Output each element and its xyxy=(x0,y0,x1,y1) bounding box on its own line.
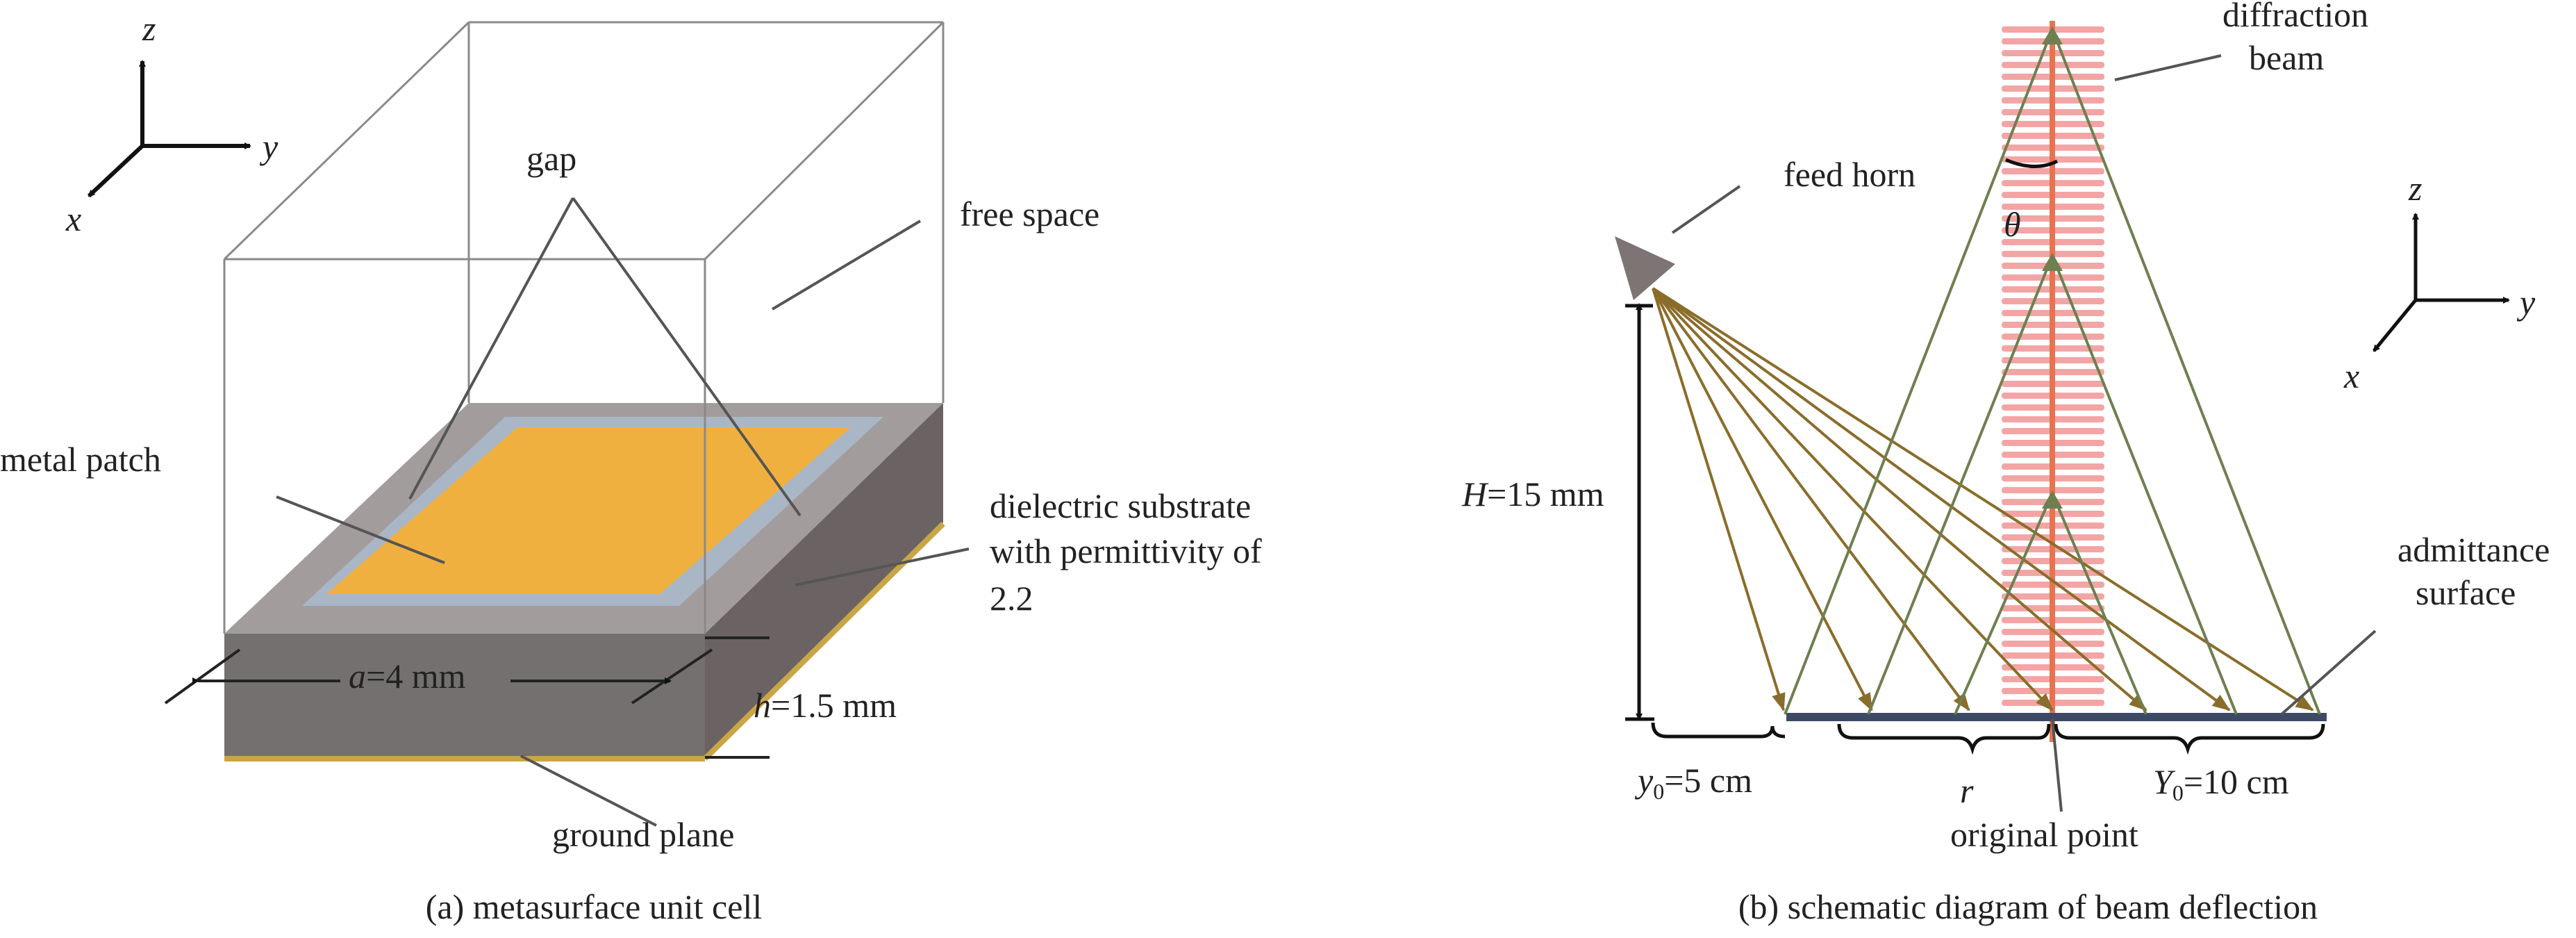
axis-y-label-b: y xyxy=(2516,283,2536,322)
incident-ray xyxy=(1652,288,1873,711)
feed-horn xyxy=(1615,236,1675,300)
diffracted-rays xyxy=(1784,26,2321,715)
axis-x-label: x xyxy=(65,199,81,238)
ground-plane-label: ground plane xyxy=(552,815,734,854)
metal-patch-label: metal patch xyxy=(0,440,161,479)
gap-label: gap xyxy=(526,139,576,178)
free-space-label: free space xyxy=(960,195,1099,233)
focus-marker xyxy=(2042,26,2063,44)
admittance-label-line1: admittance xyxy=(2398,530,2550,569)
incident-ray xyxy=(1652,287,1970,711)
brace-y0 xyxy=(1651,722,1786,739)
substrate-label-line2: with permittivity of xyxy=(990,532,1262,570)
diffracted-ray xyxy=(1867,255,2054,715)
metal-patch-leader xyxy=(276,495,445,564)
panel-b-beam-deflection: z y x diffraction beam feed horn θ H=15 … xyxy=(1461,0,2550,926)
incident-ray xyxy=(1652,287,2147,711)
ground-plane-leader xyxy=(520,755,657,827)
theta-arc xyxy=(2005,158,2059,169)
axis-z-label: z xyxy=(142,9,156,48)
brace-Y0 xyxy=(2054,723,2325,755)
original-point-label: original point xyxy=(1950,815,2138,854)
caption-a: (a) metasurface unit cell xyxy=(426,887,762,926)
height-label: H=15 mm xyxy=(1461,475,1604,513)
gap-leader-left xyxy=(408,197,574,500)
diffraction-label-line2: beam xyxy=(2249,38,2324,77)
diffracted-ray xyxy=(1784,28,2054,715)
diffraction-label-line1: diffraction xyxy=(2222,0,2368,34)
substrate-leader xyxy=(795,548,970,586)
y0-label: y0=5 cm xyxy=(1634,761,1752,804)
diffracted-ray xyxy=(1954,493,2054,715)
diffracted-ray xyxy=(2051,493,2147,715)
focus-marker xyxy=(2042,491,2063,509)
panel-a-axes: z y x xyxy=(65,9,279,238)
r-label: r xyxy=(1960,771,1974,810)
dimension-a xyxy=(164,648,713,705)
dimension-H xyxy=(1625,303,1654,721)
dimension-braces xyxy=(1651,722,2325,755)
substrate-label-line3: 2.2 xyxy=(990,579,1033,618)
substrate-label-line1: dielectric substrate xyxy=(990,486,1251,525)
axis-y-label: y xyxy=(259,127,279,166)
axis-x-arrow xyxy=(87,144,144,198)
theta-label: θ xyxy=(2004,205,2021,244)
panel-b-leaders xyxy=(1671,54,2377,812)
dimension-h xyxy=(705,636,770,759)
feed-horn-label: feed horn xyxy=(1784,155,1916,194)
axis-z-label-b: z xyxy=(2408,169,2422,208)
original-point-leader xyxy=(2051,718,2063,812)
caption-b: (b) schematic diagram of beam deflection xyxy=(1738,887,2318,926)
dimension-h-label: h=1.5 mm xyxy=(754,686,897,725)
panel-b-axes: z y x xyxy=(2343,169,2536,395)
incident-ray xyxy=(1652,287,2054,711)
feed-horn-leader xyxy=(1671,185,1741,234)
incident-rays xyxy=(1652,287,2314,711)
incident-ray xyxy=(1652,287,2314,711)
diffracted-ray xyxy=(2051,255,2238,715)
Y0-label: Y0=10 cm xyxy=(2153,762,2289,805)
gap-leader-right xyxy=(572,197,801,517)
focus-marker xyxy=(2042,253,2063,271)
substrate-front-face xyxy=(224,634,705,757)
admittance-leader xyxy=(2280,630,2377,716)
incident-ray xyxy=(1652,288,1786,711)
metal-patch xyxy=(326,427,851,594)
axis-x-label-b: x xyxy=(2343,356,2359,395)
brace-r xyxy=(1837,723,2051,755)
diffracted-ray xyxy=(2051,28,2321,715)
free-space-leader xyxy=(771,220,922,311)
dimension-a-label: a=4 mm xyxy=(349,657,466,696)
panel-a-leaders xyxy=(276,197,970,827)
incident-ray xyxy=(1652,287,2231,711)
axis-x-arrow-b xyxy=(2373,299,2417,352)
panel-a-unit-cell: z y x xyxy=(0,9,1262,926)
diffraction-leader xyxy=(2114,54,2222,81)
admittance-label-line2: surface xyxy=(2416,573,2516,612)
